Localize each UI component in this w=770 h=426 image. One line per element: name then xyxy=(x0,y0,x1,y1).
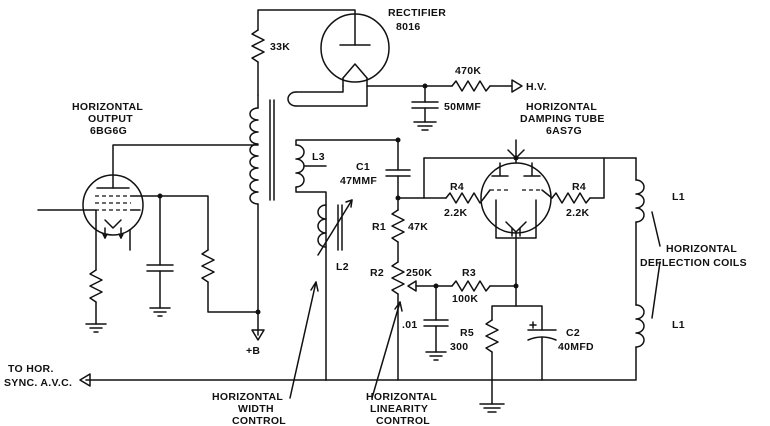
label-width-2: WIDTH xyxy=(238,403,274,415)
label-r2: R2 xyxy=(370,267,384,279)
label-linearity-3: CONTROL xyxy=(376,415,430,426)
label-rectifier-tube: 8016 xyxy=(396,21,421,33)
label-c1-value: 47MMF xyxy=(340,175,377,187)
label-c-01: .01 xyxy=(402,319,418,331)
filament-winding xyxy=(287,85,368,107)
label-r4-left-value: 2.2K xyxy=(444,207,467,219)
resistor-r3 xyxy=(435,280,519,292)
capacitor-50mmf xyxy=(411,85,439,131)
label-hv: H.V. xyxy=(526,81,547,93)
label-l1-bottom: L1 xyxy=(672,319,685,331)
label-damping-1: HORIZONTAL xyxy=(526,101,597,113)
label-damping-2: DAMPING TUBE xyxy=(520,113,605,125)
label-c1: C1 xyxy=(356,161,370,173)
label-plus-b: +B xyxy=(246,345,260,357)
label-470k: 470K xyxy=(455,65,481,77)
label-width-3: CONTROL xyxy=(232,415,286,426)
label-r5: R5 xyxy=(460,327,474,339)
label-33k: 33K xyxy=(270,41,290,53)
label-horizontal-output-tube: 6BG6G xyxy=(90,125,127,137)
resistor-470k xyxy=(366,79,523,93)
label-r1: R1 xyxy=(372,221,386,233)
label-damping-tube: 6AS7G xyxy=(546,125,582,137)
label-rectifier: RECTIFIER xyxy=(388,7,446,19)
resistor-33k xyxy=(251,9,356,96)
label-l3: L3 xyxy=(312,151,325,163)
resistor-r1 xyxy=(391,197,405,263)
flyback-transformer xyxy=(249,94,399,381)
label-r5-value: 300 xyxy=(450,341,468,353)
label-c2-value: 40MFD xyxy=(558,341,594,353)
rectifier-tube xyxy=(320,13,390,87)
label-deflection-1: HORIZONTAL xyxy=(666,243,737,255)
label-50mmf: 50MMF xyxy=(444,101,481,113)
control-pointers xyxy=(289,281,403,399)
label-sync-2: SYNC. A.V.C. xyxy=(4,377,72,389)
resistor-r4-right xyxy=(541,157,605,204)
capacitor-c2 xyxy=(515,305,557,381)
label-horizontal-output-1: HORIZONTAL xyxy=(72,101,143,113)
plus-b-terminal xyxy=(251,329,265,341)
label-r4-left: R4 xyxy=(450,181,464,193)
label-horizontal-output-2: OUTPUT xyxy=(88,113,133,125)
label-width-1: HORIZONTAL xyxy=(212,391,283,403)
label-linearity-2: LINEARITY xyxy=(370,403,428,415)
sync-avc-output xyxy=(79,373,327,387)
resistor-r4-left xyxy=(423,189,491,204)
label-r3-value: 100K xyxy=(452,293,478,305)
label-l2: L2 xyxy=(336,261,349,273)
width-coil-l2 xyxy=(317,199,353,256)
capacitor-c1 xyxy=(385,137,411,201)
label-linearity-1: HORIZONTAL xyxy=(366,391,437,403)
screen-bypass-capacitor xyxy=(146,193,174,317)
damping-tube xyxy=(397,139,637,287)
label-r2-value: 250K xyxy=(406,267,432,279)
screen-resistor xyxy=(201,249,261,315)
horizontal-output-tube xyxy=(82,144,259,251)
deflection-coils xyxy=(325,157,661,381)
resistor-r5 xyxy=(479,285,517,413)
label-deflection-2: DEFLECTION COILS xyxy=(640,257,747,269)
label-r1-value: 47K xyxy=(408,221,428,233)
grid-input xyxy=(37,209,107,333)
label-l1-top: L1 xyxy=(672,191,685,203)
label-sync-1: TO HOR. xyxy=(8,363,54,375)
label-c2: C2 xyxy=(566,327,580,339)
label-r3: R3 xyxy=(462,267,476,279)
label-r4-right-value: 2.2K xyxy=(566,207,589,219)
label-r4-right: R4 xyxy=(572,181,586,193)
capacitor-01 xyxy=(423,285,449,361)
